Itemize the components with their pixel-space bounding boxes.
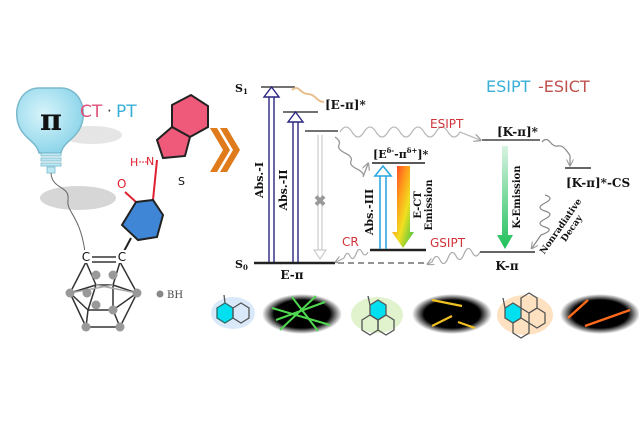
bond xyxy=(152,159,158,201)
abs1-arrow xyxy=(262,85,281,262)
gsipt-wave-arrow xyxy=(428,247,481,264)
cr-label: CR xyxy=(342,235,359,249)
emission-samples-row xyxy=(211,292,639,339)
c-bg xyxy=(116,250,128,263)
bh-legend-label: BH xyxy=(167,290,183,301)
abs3-arrow xyxy=(373,164,393,249)
esipt-wave-arrow xyxy=(339,126,480,140)
atom-h: H xyxy=(130,156,138,169)
forbidden-emission-arrow xyxy=(312,135,328,261)
naphthyl-molecule-icon xyxy=(211,294,255,329)
atom-c2: C xyxy=(118,250,126,264)
bond xyxy=(124,191,137,203)
thiazole-ring xyxy=(155,125,192,160)
k-emission-label: K-Emission xyxy=(512,165,523,229)
k-pi-ground-label: K-π xyxy=(495,259,519,273)
molecule-panel: π CT · PT N H S O xyxy=(16,87,209,332)
k-pi-cs-label: [K-π]*-CS xyxy=(566,176,630,190)
k-emission-arrow xyxy=(497,146,513,249)
title-esipt: ESIPT xyxy=(486,77,531,96)
ect-emission-label-2: Emission xyxy=(424,179,435,231)
yellow-crystals-image xyxy=(412,294,492,334)
green-crystals-image xyxy=(262,294,342,334)
orange-crystals-image xyxy=(560,294,639,334)
abs3-label: Abs.-III xyxy=(363,189,376,236)
ect-emission-arrow xyxy=(392,166,414,248)
c-bg xyxy=(80,250,92,263)
lightbulb-icon: π xyxy=(16,87,84,174)
bh-legend-dot xyxy=(156,290,164,298)
atom-c1: C xyxy=(82,250,90,264)
dot-label: · xyxy=(107,102,112,120)
bulb-pi-symbol: π xyxy=(40,103,62,138)
pyrenyl-molecule-icon xyxy=(497,292,553,339)
abs1-label: Abs.-I xyxy=(253,162,266,199)
cs-wave-arrow xyxy=(541,138,570,166)
energy-diagram: ESIPT -ESICT S1 [E-π]* S0 E-π Abs.-I Abs… xyxy=(235,77,630,282)
abs2-label: Abs.-II xyxy=(277,169,290,211)
s1-label: S1 xyxy=(235,82,248,96)
pt-label: PT xyxy=(116,102,137,122)
relaxation-wave xyxy=(291,87,325,103)
phenyl-ring xyxy=(120,198,165,242)
forbidden-x-icon: ✖ xyxy=(314,192,327,210)
s0-label: S0 xyxy=(235,258,248,272)
cr-wave-arrow xyxy=(336,248,369,262)
chevrons-arrow-icon xyxy=(210,128,240,172)
abs2-arrow xyxy=(286,110,305,262)
ect-state-label: [Eδ--πδ+]* xyxy=(373,146,429,161)
wire xyxy=(50,172,86,253)
ect-emission-label-1: E-CT xyxy=(413,191,424,219)
k-pi-excited-label: [K-π]* xyxy=(497,125,539,139)
e-pi-ground-label: E-π xyxy=(280,268,303,282)
atom-n: N xyxy=(146,155,154,168)
e-pi-excited-label: [E-π]* xyxy=(325,98,366,112)
boron-atoms xyxy=(65,270,142,332)
atom-s: S xyxy=(178,175,185,188)
atom-o: O xyxy=(117,177,126,191)
ict-wave-arrow xyxy=(334,136,368,178)
nonradiative-wave-arrow xyxy=(532,194,551,248)
gsipt-label: GSIPT xyxy=(430,236,466,250)
shadow xyxy=(40,186,116,210)
title-esict: -ESICT xyxy=(538,77,590,96)
ct-label: CT xyxy=(80,102,103,122)
phenanthryl-molecule-icon xyxy=(351,295,403,336)
carborane-cage xyxy=(69,261,138,328)
esipt-label: ESIPT xyxy=(430,117,464,131)
